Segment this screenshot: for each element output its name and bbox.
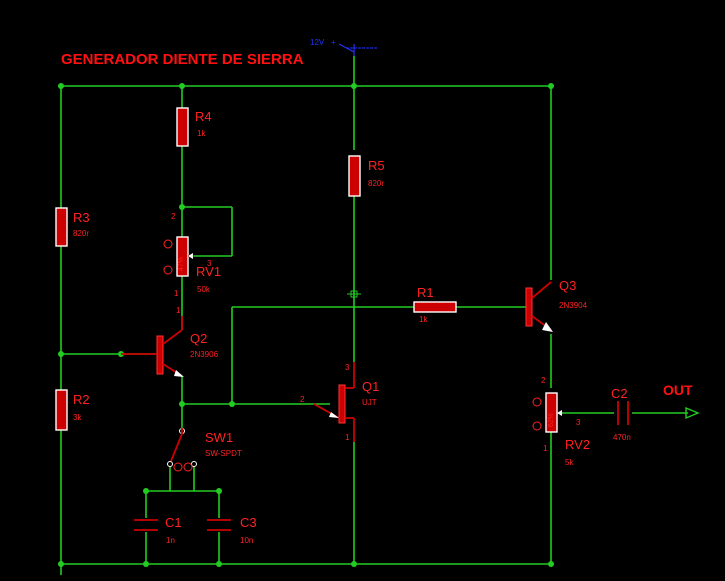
capacitor-c1[interactable]: C1 1n — [134, 515, 182, 545]
q2-ref: Q2 — [190, 331, 207, 346]
svg-text:2: 2 — [300, 395, 305, 404]
sw1-value: SW-SPDT — [205, 449, 242, 458]
r1-ref: R1 — [417, 285, 434, 300]
switch-sw1[interactable]: SW1 SW-SPDT — [167, 428, 242, 472]
rv1-ref: RV1 — [196, 264, 221, 279]
q3-value: 2N3904 — [559, 301, 588, 310]
rv2-ref: RV2 — [565, 437, 590, 452]
power-terminal[interactable]: 12V + — [310, 38, 378, 56]
c2-value: 470n — [613, 433, 631, 442]
rv2-wiper-position: 62% — [548, 413, 555, 427]
output-terminal[interactable]: OUT — [663, 382, 700, 420]
svg-text:3: 3 — [345, 363, 350, 372]
resistor-r2[interactable]: R2 3k — [55, 389, 90, 431]
svg-text:3: 3 — [207, 259, 212, 268]
rv2-value: 5k — [565, 458, 574, 467]
resistor-r3[interactable]: R3 820r — [55, 207, 90, 247]
resistor-r4[interactable]: R4 1k — [176, 107, 212, 147]
r3-value: 820r — [73, 229, 89, 238]
ujt-q1[interactable]: 3 2 1 Q1 UJT — [300, 362, 379, 442]
output-label: OUT — [663, 382, 693, 398]
wires — [60, 56, 688, 575]
schematic-title: GENERADOR DIENTE DE SIERRA — [61, 51, 304, 68]
resistor-r5[interactable]: R5 820r — [348, 155, 385, 197]
cursor-crosshair-icon — [347, 287, 361, 301]
c2-ref: C2 — [611, 386, 628, 401]
r1-value: 1k — [419, 315, 428, 324]
c3-value: 10n — [240, 536, 253, 545]
r2-ref: R2 — [73, 392, 90, 407]
potentiometer-rv2[interactable]: 2 3 1 62% RV2 5k — [532, 376, 590, 467]
r2-value: 3k — [73, 413, 82, 422]
r4-value: 1k — [197, 129, 206, 138]
transistor-q2[interactable]: 1 Q2 2N3906 — [121, 306, 219, 377]
c3-ref: C3 — [240, 515, 257, 530]
capacitor-c2[interactable]: C2 470n — [611, 386, 631, 442]
resistor-r1[interactable]: R1 1k — [413, 285, 457, 324]
svg-text:1: 1 — [176, 306, 181, 315]
svg-text:+: + — [331, 38, 336, 47]
c1-value: 1n — [166, 536, 175, 545]
q3-ref: Q3 — [559, 278, 576, 293]
sw1-ref: SW1 — [205, 430, 233, 445]
r4-ref: R4 — [195, 109, 212, 124]
svg-text:3: 3 — [576, 418, 581, 427]
r5-ref: R5 — [368, 158, 385, 173]
svg-text:2: 2 — [171, 212, 176, 221]
q1-ref: Q1 — [362, 379, 379, 394]
svg-text:1: 1 — [174, 289, 179, 298]
c1-ref: C1 — [165, 515, 182, 530]
rv1-wiper-position: 47% — [178, 257, 185, 271]
q2-value: 2N3906 — [190, 350, 219, 359]
potentiometer-rv1[interactable]: 2 3 1 47% RV1 50k — [163, 212, 221, 298]
capacitor-c3[interactable]: C3 10n — [207, 515, 257, 545]
r5-value: 820r — [368, 179, 384, 188]
transistor-q3[interactable]: Q3 2N3904 — [525, 278, 588, 332]
svg-text:1: 1 — [345, 433, 350, 442]
svg-text:1: 1 — [543, 444, 548, 453]
q1-value: UJT — [362, 398, 377, 407]
junction-dots — [58, 83, 554, 567]
power-label: 12V — [310, 38, 325, 47]
svg-text:2: 2 — [541, 376, 546, 385]
rv1-value: 50k — [197, 285, 211, 294]
r3-ref: R3 — [73, 210, 90, 225]
